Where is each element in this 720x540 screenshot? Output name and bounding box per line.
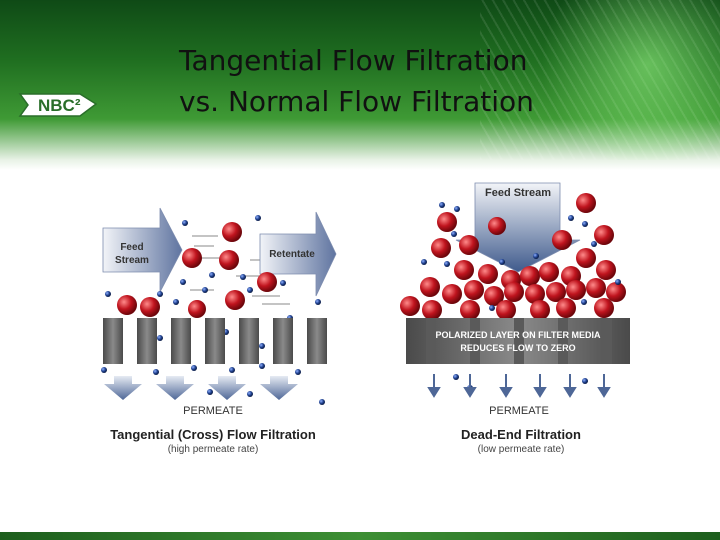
feed-label-line-2: Stream [115,255,149,266]
feed-arrow [102,207,183,293]
footer-bar [0,532,720,540]
retentate-label: Retentate [269,249,315,260]
tangential-caption: Tangential (Cross) Flow Filtration [110,427,316,442]
right-small-particles [421,202,621,391]
header-banner [0,0,720,170]
left-permeate-label: PERMEATE [183,405,243,417]
right-red-particles [400,193,626,320]
right-permeate-label: PERMEATE [489,405,549,417]
right-filter-membrane [406,318,630,364]
nbc2-logo: NBC² [18,93,98,117]
left-red-particles [117,222,277,318]
right-permeate-arrows [427,374,611,398]
title-line-2: vs. Normal Flow Filtration [179,85,534,118]
dead-end-caption: Dead-End Filtration [461,427,581,442]
lab-equipment-photo [480,0,720,160]
left-filter-membrane [103,318,327,364]
tangential-panel: Feed Stream Retentate [101,207,337,455]
dead-end-panel: Feed Stream [400,182,630,455]
polarized-layer-label-2: REDUCES FLOW TO ZERO [460,343,575,353]
tangential-subcaption: (high permeate rate) [168,444,259,455]
feed-label-line-1: Feed [120,242,143,253]
left-permeate-arrows [104,376,298,400]
feed-stream-label: Feed Stream [485,187,551,199]
page-title: Tangential Flow Filtration vs. Normal Fl… [179,40,619,122]
dead-end-subcaption: (low permeate rate) [478,444,565,455]
polarized-layer-label-1: POLARIZED LAYER ON FILTER MEDIA [435,330,601,340]
left-small-particles [101,215,325,405]
title-line-1: Tangential Flow Filtration [179,44,528,77]
logo-text: NBC² [38,96,81,115]
